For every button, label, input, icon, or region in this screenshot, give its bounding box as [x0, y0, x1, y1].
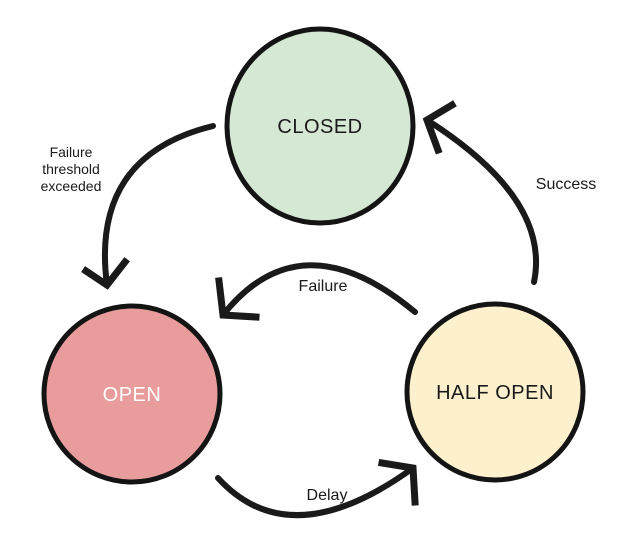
state-node-half-open — [404, 301, 586, 483]
edge-label-failure-threshold-line1: Failure — [50, 144, 93, 160]
edge-half-open-to-open — [220, 262, 418, 318]
state-label-half-open: HALF OPEN — [436, 382, 554, 404]
state-node-closed — [224, 26, 416, 226]
state-node-open — [41, 303, 223, 485]
arrowhead-closed-to-open-icon — [81, 257, 130, 290]
arrowhead-half-open-to-open-icon — [215, 277, 260, 321]
state-label-closed: CLOSED — [277, 116, 362, 138]
edge-label-failure-threshold-line3: exceeded — [41, 178, 102, 194]
edge-closed-to-open — [101, 123, 216, 288]
edge-label-failure: Failure — [299, 278, 348, 295]
edge-label-success: Success — [536, 176, 596, 193]
edge-half-open-to-closed — [424, 117, 540, 285]
arrowhead-open-to-half-open-icon — [377, 458, 419, 506]
arrowhead-half-open-to-closed-icon — [422, 100, 457, 155]
edge-label-failure-threshold-line2: threshold — [42, 161, 100, 177]
edge-open-to-half-open — [215, 465, 416, 518]
edge-label-delay: Delay — [307, 487, 348, 504]
state-label-open: OPEN — [103, 384, 162, 406]
